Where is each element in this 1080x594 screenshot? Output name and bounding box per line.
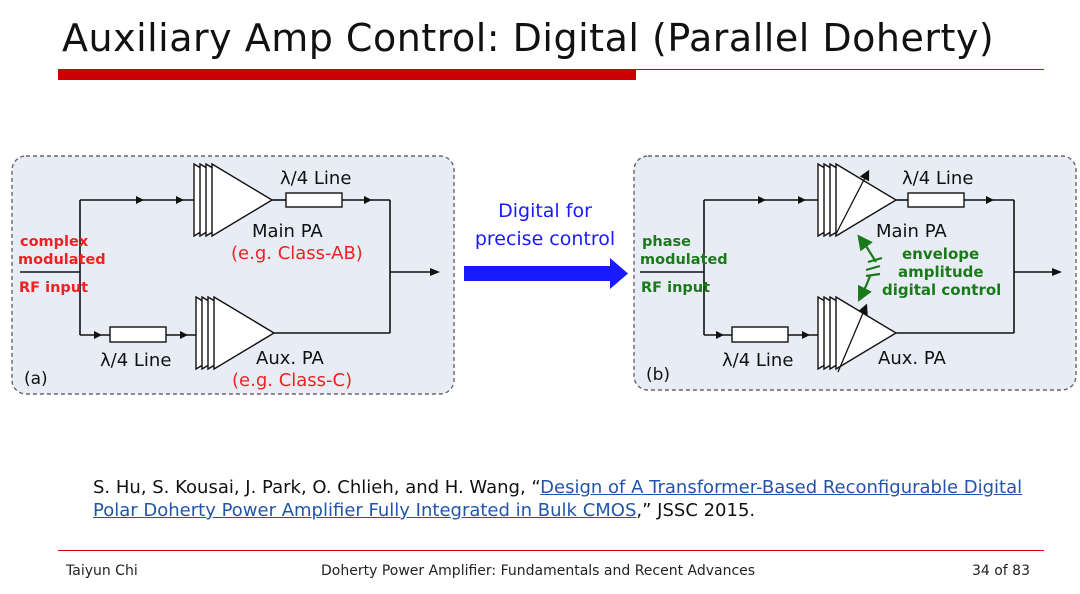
footer-rule (58, 550, 1044, 551)
top-line-label-b: λ/4 Line (902, 168, 973, 189)
bottom-line-label-b: λ/4 Line (722, 350, 793, 371)
input-label-b-line3: RF input (641, 280, 710, 296)
input-label-b-line2: modulated (640, 252, 728, 268)
digital-control-caption: Digital for precise control (462, 197, 628, 253)
slide-title: Auxiliary Amp Control: Digital (Parallel… (62, 16, 995, 60)
quarter-wave-line-top-a (285, 192, 343, 208)
panel-b: phase modulated RF input λ/4 Line Main P… (633, 155, 1077, 391)
top-line-label-a: λ/4 Line (280, 168, 351, 189)
main-pa-class-a: (e.g. Class-AB) (231, 243, 363, 264)
control-label-line3: digital control (882, 281, 1001, 299)
footer-page-number: 34 of 83 (971, 563, 1030, 579)
quarter-wave-line-bottom-a (109, 326, 167, 343)
input-label-a-line3: RF input (19, 280, 88, 296)
quarter-wave-line-top-b (907, 192, 965, 208)
citation-authors: S. Hu, S. Kousai, J. Park, O. Chlieh, an… (93, 477, 541, 498)
input-label-a-line2: modulated (18, 252, 106, 268)
citation-suffix: ,” JSSC 2015. (636, 500, 756, 521)
citation: S. Hu, S. Kousai, J. Park, O. Chlieh, an… (93, 476, 1043, 522)
digital-control-caption-line1: Digital for (498, 200, 592, 222)
main-pa-symbol-a (193, 162, 274, 238)
control-label-line1: envelope (902, 245, 979, 263)
aux-pa-symbol-a (195, 295, 276, 371)
digital-control-caption-line2: precise control (474, 228, 616, 250)
digital-control-arrows (857, 234, 883, 302)
bottom-line-label-a: λ/4 Line (100, 350, 171, 371)
footer-course-title: Doherty Power Amplifier: Fundamentals an… (321, 563, 756, 579)
aux-pa-label-b: Aux. PA (878, 348, 947, 369)
panel-tag-b: (b) (646, 365, 670, 385)
citation-paper-link[interactable]: Design of A Transformer-Based Reconfigur… (93, 477, 1023, 521)
panel-tag-a: (a) (24, 369, 48, 389)
input-label-b-line1: phase (642, 234, 691, 250)
panel-a: complex modulated RF input λ/4 Line Main… (11, 155, 455, 395)
main-pa-label-b: Main PA (876, 221, 947, 242)
quarter-wave-line-bottom-b (731, 326, 789, 343)
main-pa-label-a: Main PA (252, 221, 323, 242)
title-underline-thick (58, 69, 636, 80)
aux-pa-class-a: (e.g. Class-C) (232, 370, 352, 391)
aux-pa-label-a: Aux. PA (256, 348, 325, 369)
control-label-line2: amplitude (898, 263, 984, 281)
footer-author: Taiyun Chi (66, 563, 138, 579)
input-label-a-line1: complex (20, 234, 89, 250)
digital-control-arrow (464, 258, 628, 289)
